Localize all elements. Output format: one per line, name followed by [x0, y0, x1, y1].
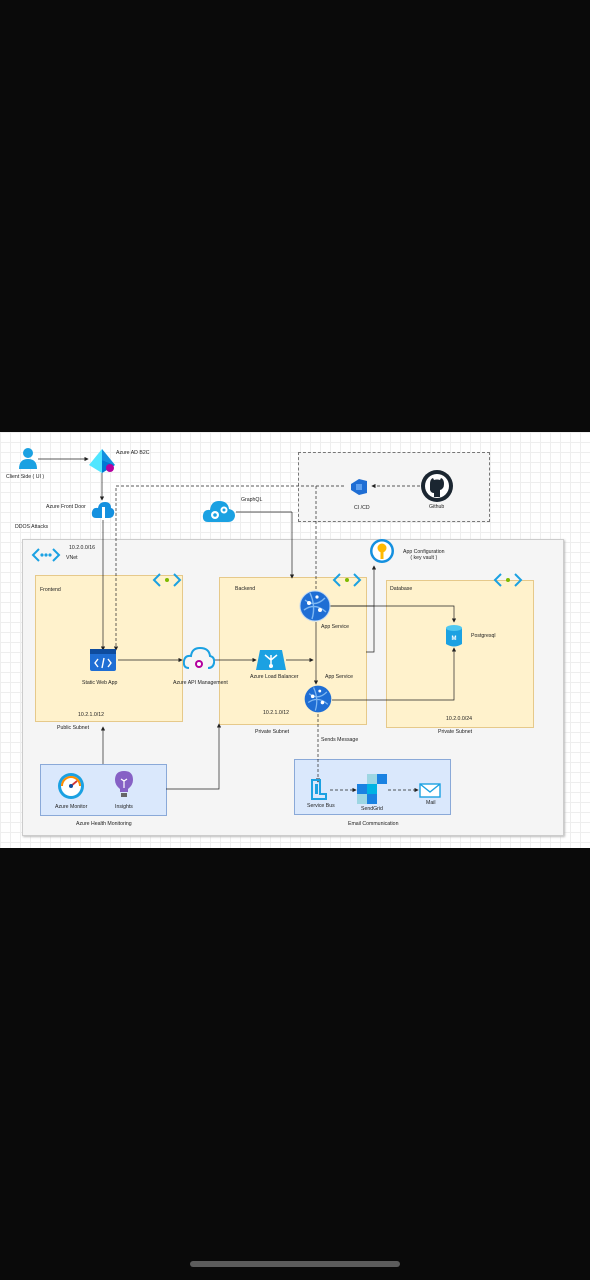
private-subnet-db-label: Private Subnet [438, 729, 473, 735]
github-label: Github [429, 504, 445, 510]
ad-b2c-label: Azure AD B2C [116, 450, 150, 456]
app-config-label: App Configuration ( key vault ) [403, 549, 445, 561]
azure-monitor-label: Azure Monitor [55, 804, 88, 810]
app-service-icon [304, 685, 332, 713]
database-title: Database [390, 586, 413, 592]
edge-app2-db [332, 647, 457, 701]
api-management-label: Azure API Management [173, 680, 228, 686]
postgresql-icon: M [446, 625, 462, 647]
vnet-cidr-label: 10.2.0.0/16 [69, 545, 95, 551]
graphql-label: GraphQL [241, 497, 263, 503]
app-service-label-2: App Service [325, 674, 353, 680]
diagram-canvas: M Client Side ( UI ) Azure AD B2C Azure … [0, 432, 590, 848]
load-balancer-label: Azure Load Balancer [250, 674, 299, 680]
database-subnet [386, 580, 534, 728]
static-web-app-icon [90, 649, 116, 671]
service-bus-icon [311, 779, 327, 800]
subnet-icon [332, 573, 362, 587]
app-service-icon [299, 590, 331, 622]
database-cidr-label: 10.2.0.0/24 [446, 716, 472, 722]
load-balancer-icon [256, 650, 286, 670]
edge-app1-keyvault [330, 605, 375, 653]
insights-label: Insights [115, 804, 133, 810]
vnet-label: VNet [66, 555, 78, 561]
key-vault-icon [370, 539, 394, 563]
static-web-app-label: Static Web App [82, 680, 118, 686]
backend-cidr-label: 10.2.1.0/12 [263, 710, 289, 716]
github-icon [421, 470, 453, 502]
public-subnet-label: Public Subnet [57, 725, 90, 731]
api-management-icon [183, 646, 215, 669]
azure-ad-b2c-icon [89, 449, 115, 473]
cicd-group [298, 452, 490, 522]
backend-title: Backend [235, 586, 256, 592]
sendgrid-icon [357, 774, 387, 804]
svg-text:M: M [452, 636, 457, 642]
subnet-icon [493, 573, 523, 587]
postgresql-label: Postgresql [471, 633, 496, 639]
user-icon [19, 448, 37, 469]
azure-monitor-icon [58, 773, 84, 799]
mail-icon [419, 783, 441, 798]
insights-icon [115, 771, 133, 797]
service-bus-label: Service Bus [307, 803, 335, 809]
client-label: Client Side ( UI ) [6, 474, 45, 480]
private-subnet-backend-label: Private Subnet [255, 729, 290, 735]
sends-message-label: Sends Message [321, 737, 359, 743]
edge-monitoring-backend [166, 723, 222, 790]
health-monitoring-group [40, 764, 167, 816]
edge-app1-db [330, 605, 457, 623]
front-door-label: Azure Front Door [46, 504, 86, 510]
graphql-gear-icon [202, 501, 235, 522]
devops-icon [351, 479, 367, 495]
edge-cicd-frontend [113, 485, 344, 651]
front-door-icon [91, 502, 115, 518]
frontend-cidr-label: 10.2.1.0/12 [78, 712, 104, 718]
subnet-icon [152, 573, 182, 587]
app-service-label-1: App Service [321, 624, 349, 630]
cicd-label: CI /CD [354, 505, 370, 511]
home-indicator[interactable] [190, 1261, 400, 1267]
sendgrid-label: SendGrid [361, 806, 383, 812]
ddos-label: DDOS Attacks [15, 524, 49, 530]
frontend-subnet [35, 575, 183, 722]
health-monitoring-label: Azure Health Monitoring [76, 821, 132, 827]
email-communication-label: Email Communication [348, 821, 399, 827]
connectors [38, 456, 457, 793]
frontend-title: Frontend [40, 587, 61, 593]
mail-label: Mail [426, 800, 436, 806]
vnet-icon [31, 548, 61, 562]
